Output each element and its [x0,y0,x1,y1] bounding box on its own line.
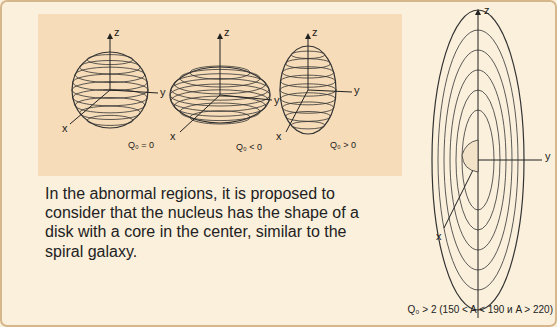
shape-group [72,10,524,310]
axis-label: y [354,84,360,97]
axis-label: z [114,26,120,39]
shape-line [87,115,133,125]
note-text: In the abnormal regions, it is proposed … [45,184,385,261]
axis-label: y [274,94,280,107]
axis-label: x [276,130,282,143]
axes [70,12,542,318]
shape-parameter: Q₀ < 0 [236,142,262,152]
shape-parameter: Q₀ = 0 [128,140,154,150]
axis-label: y [160,86,166,99]
axis-label: z [312,26,318,39]
shape-parameter: Q₀ > 0 [330,140,356,150]
axis-label: y [545,150,551,163]
arrowheads [107,9,481,39]
axis-label: x [170,130,176,143]
shape-line [291,122,325,129]
core [462,140,478,172]
inner-panel [38,14,402,176]
shape-line [190,111,250,124]
shape-parameter: Q₀ > 2 (150 < A < 190 и A > 220) [408,304,553,316]
axis-label: z [224,26,230,39]
axis-label: x [436,230,442,243]
axis-label: z [484,4,490,17]
axis-label: x [62,122,68,135]
